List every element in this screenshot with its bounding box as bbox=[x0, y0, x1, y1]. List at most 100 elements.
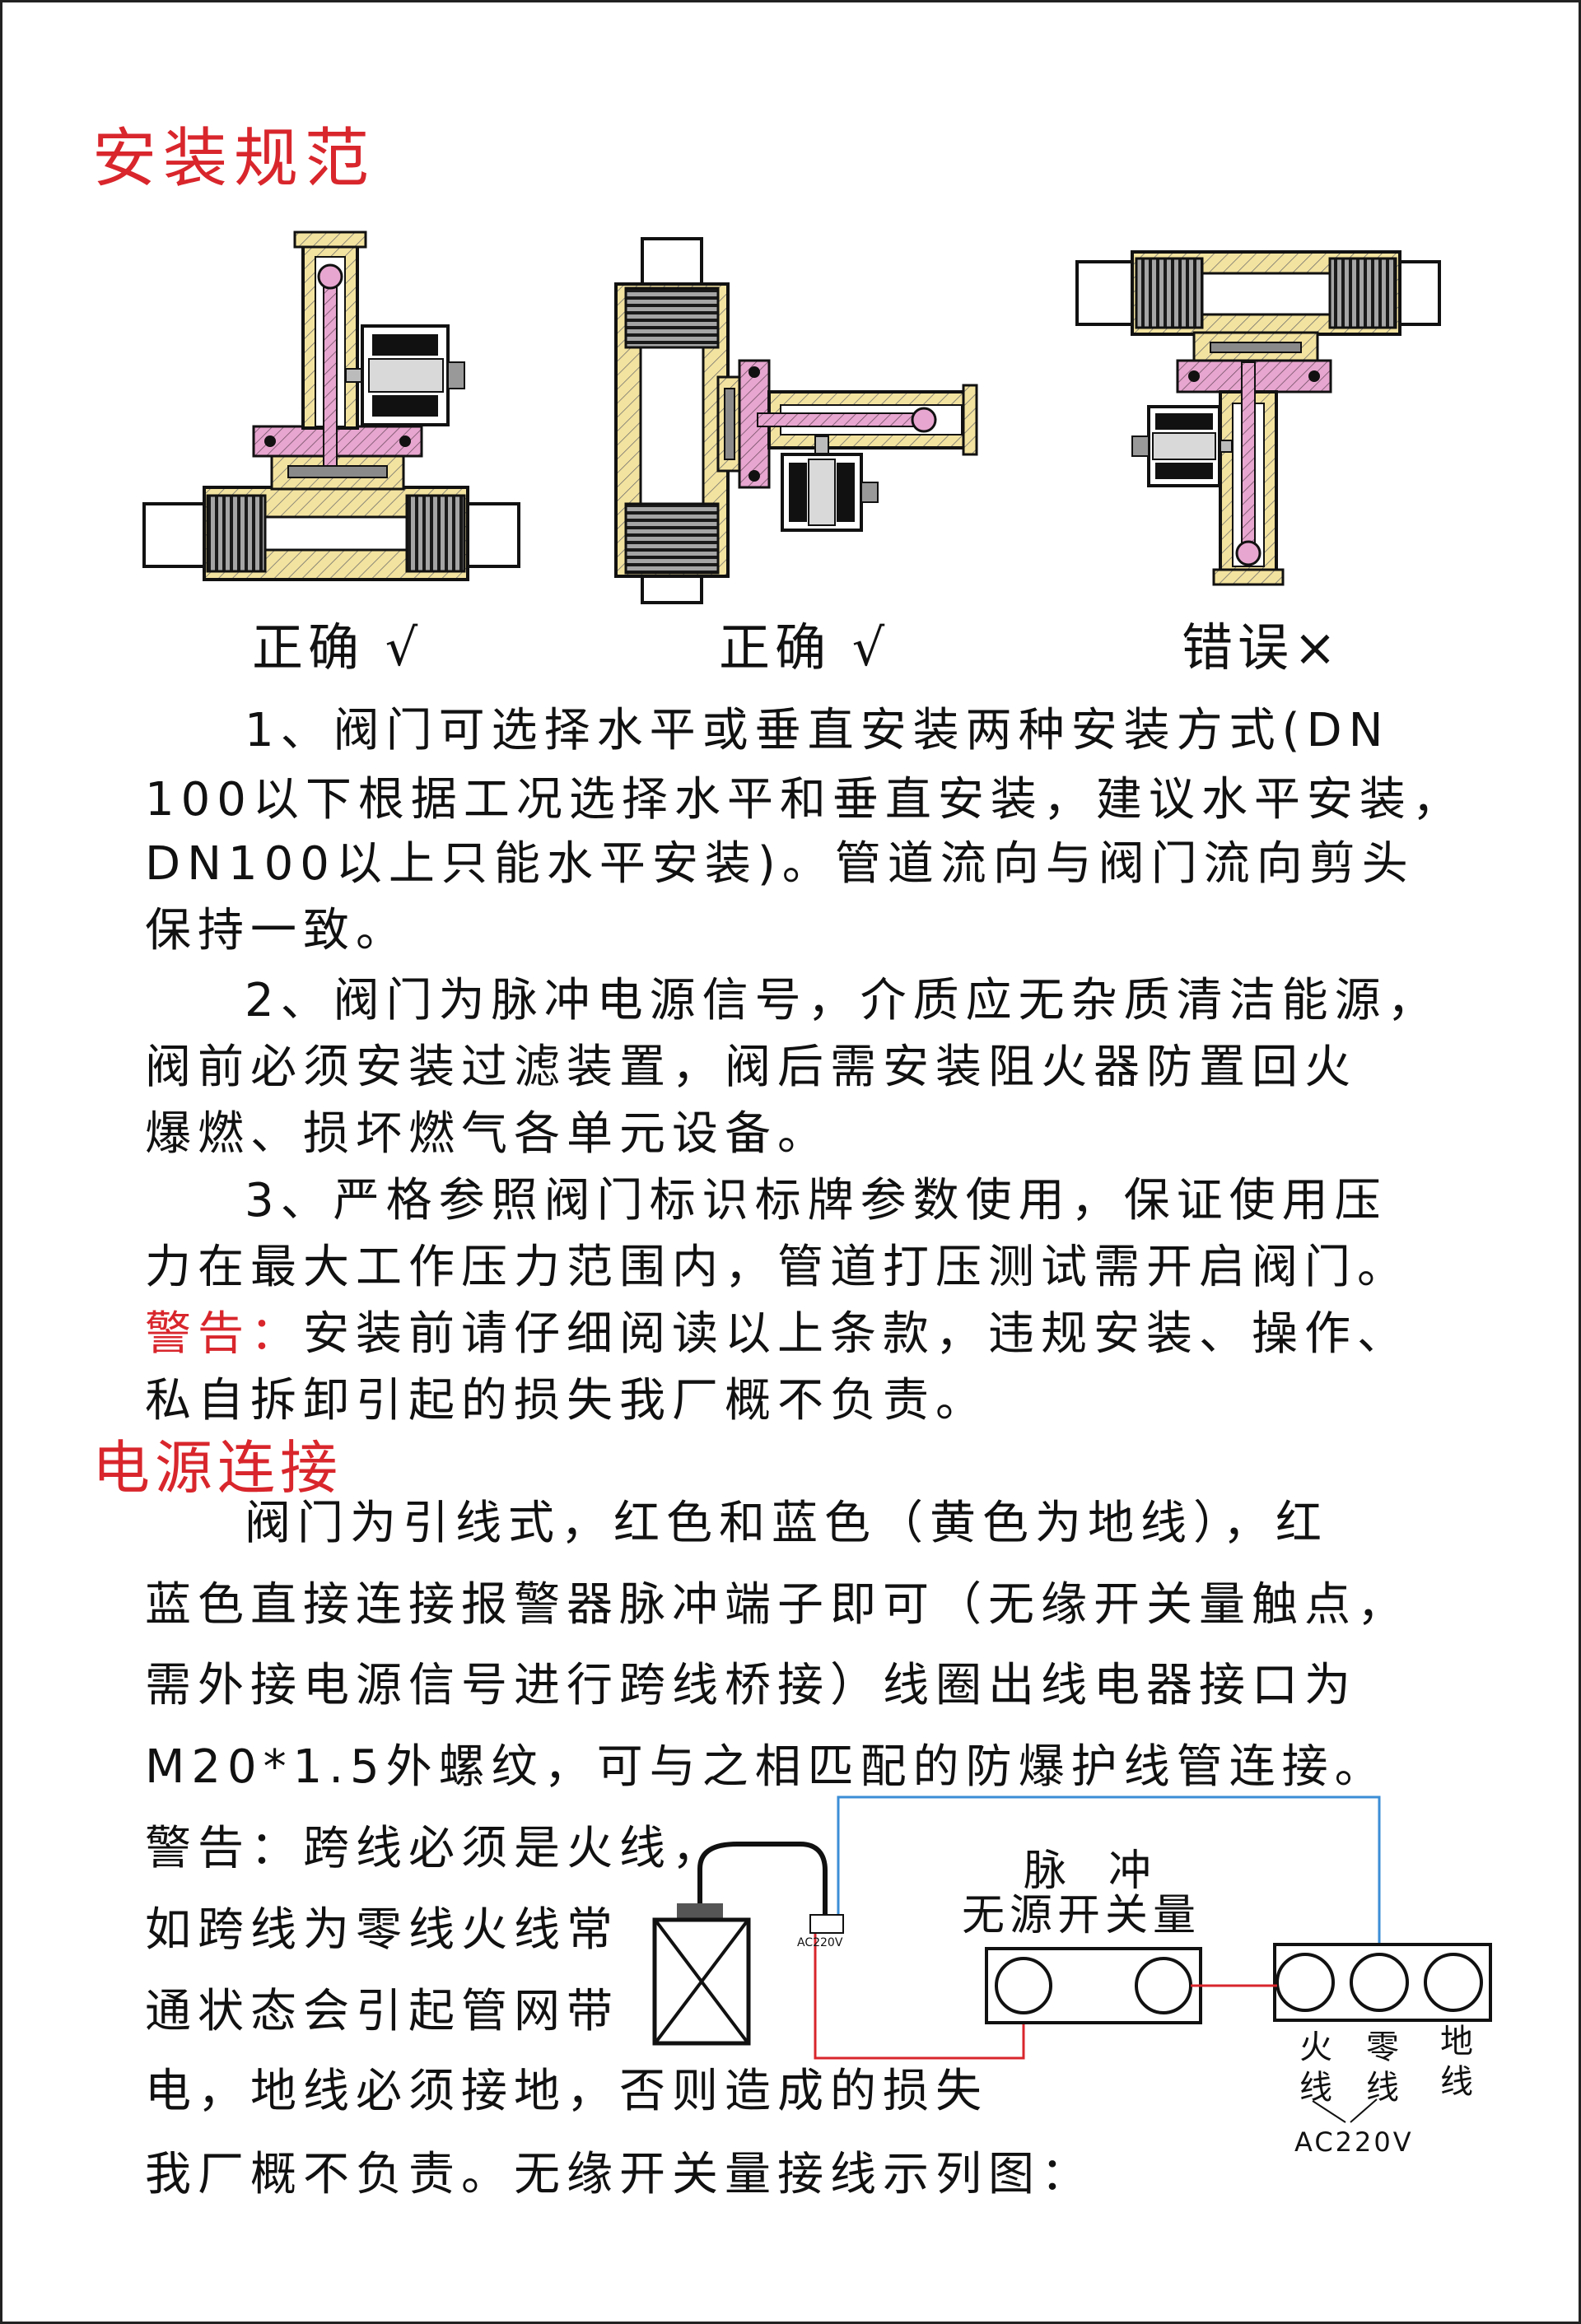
diaphragm-flange bbox=[738, 359, 771, 489]
terminal-neutral bbox=[1350, 1953, 1409, 2012]
power-line: 阀门为引线式，红色和蓝色（黄色为地线），红 bbox=[245, 1497, 1328, 1550]
section-heading-power-connection: 电源连接 bbox=[92, 1434, 343, 1502]
terminal-label-ground: 地线 bbox=[1434, 2024, 1472, 2104]
coil-winding-top bbox=[372, 334, 438, 356]
terminal-label-live: 火线 bbox=[1294, 2029, 1331, 2110]
power-line: M20*1.5外螺纹，可与之相匹配的防爆护线管连接。 bbox=[145, 1740, 1387, 1794]
install-line: 力在最大工作压力范围内，管道打压测试需开启阀门。 bbox=[145, 1241, 1410, 1294]
terminal-label-neutral: 零线 bbox=[1360, 2029, 1398, 2110]
solenoid-coil bbox=[781, 453, 879, 532]
thread-right bbox=[405, 494, 466, 573]
bonnet-cap bbox=[293, 231, 367, 249]
diagram-horizontal-pipe-bonnet-down bbox=[1075, 250, 1441, 586]
pipe-bottom-stub bbox=[641, 575, 703, 604]
coil-connector bbox=[1131, 435, 1150, 457]
coil-core bbox=[368, 358, 444, 393]
wiring-diagram bbox=[652, 1795, 1492, 2123]
install-line: 100以下根据工况选择水平和垂直安装，建议水平安装， bbox=[145, 773, 1465, 827]
pipe-right-stub bbox=[466, 502, 520, 568]
thread-top bbox=[624, 286, 720, 349]
coil-winding-left bbox=[789, 463, 807, 522]
pipe-top-stub bbox=[641, 237, 703, 288]
flange-bolt-right bbox=[399, 435, 411, 447]
coil-winding-right bbox=[837, 463, 855, 522]
valve-stem bbox=[757, 412, 920, 427]
live-label-leader bbox=[1312, 2100, 1346, 2123]
diagram-vertical-pipe-bonnet-side bbox=[614, 237, 978, 604]
pipe-left-stub bbox=[142, 502, 212, 568]
valve-disc bbox=[1210, 342, 1302, 353]
solenoid-coil bbox=[1131, 405, 1221, 487]
caption-wrong: 错误× bbox=[1182, 617, 1341, 678]
valve-stem bbox=[323, 279, 338, 467]
pulse-label: 脉 冲 bbox=[1024, 1847, 1157, 1896]
coil-core bbox=[1152, 432, 1216, 460]
bonnet-cap bbox=[962, 384, 978, 456]
install-line: 阀前必须安装过滤装置，阀后需安装阻火器防置回火 bbox=[145, 1041, 1357, 1094]
stem-ball bbox=[317, 263, 343, 290]
power-line: 电，地线必须接地，否则造成的损失 bbox=[145, 2065, 988, 2118]
coil-winding-top bbox=[1155, 413, 1213, 430]
solenoid-coil bbox=[361, 324, 465, 426]
valve-disc bbox=[287, 465, 388, 478]
switch-terminal-left bbox=[995, 1957, 1052, 2014]
flange-bolt-bottom bbox=[749, 470, 760, 482]
terminal-ground bbox=[1424, 1953, 1483, 2012]
thread-bottom bbox=[624, 502, 720, 575]
install-line: DN100以上只能水平安装)。管道流向与阀门流向剪头 bbox=[145, 837, 1415, 891]
stem-ball bbox=[1235, 540, 1262, 566]
power-line: 通状态会引起管网带 bbox=[145, 1985, 619, 2038]
flange-bolt-right bbox=[1308, 370, 1320, 382]
terminal-live bbox=[1276, 1953, 1335, 2012]
stem-ball bbox=[911, 407, 937, 433]
valve-stem bbox=[1241, 361, 1256, 551]
diagram-horizontal-pipe-bonnet-up bbox=[142, 231, 520, 581]
install-line: 1、阀门可选择水平或垂直安装两种安装方式(DN bbox=[245, 704, 1390, 757]
warning-label: 警告： bbox=[145, 1307, 303, 1361]
switch-terminal-right bbox=[1135, 1957, 1192, 2014]
coil-connector bbox=[447, 361, 465, 389]
warning-text: 安装前请仔细阅读以上条款，违规安装、操作、 bbox=[303, 1307, 1410, 1361]
power-line: 警告：跨线必须是火线， bbox=[145, 1822, 725, 1875]
coil-winding-bottom bbox=[1155, 463, 1213, 479]
dry-contact-switch-label: 无源开关量 bbox=[962, 1891, 1201, 1940]
section-heading-installation: 安装规范 bbox=[92, 122, 376, 196]
flow-passage bbox=[264, 515, 408, 552]
install-warning-line: 私自拆卸引起的损失我厂概不负责。 bbox=[145, 1374, 988, 1427]
install-warning-line: 警告：安装前请仔细阅读以上条款，违规安装、操作、 bbox=[145, 1302, 1410, 1367]
flow-passage bbox=[639, 346, 705, 505]
flow-passage bbox=[1201, 272, 1331, 316]
thread-left bbox=[1135, 257, 1204, 329]
pipe-right-stub bbox=[1398, 260, 1441, 326]
flange-bolt-left bbox=[264, 435, 276, 447]
coil-connector bbox=[860, 482, 879, 503]
flange-bolt-top bbox=[749, 366, 760, 378]
power-line: 我厂概不负责。无缘开关量接线示列图： bbox=[145, 2148, 1094, 2201]
live-wire-red bbox=[814, 1933, 1025, 2060]
valve-disc bbox=[724, 388, 735, 460]
bonnet-cap bbox=[1212, 568, 1285, 586]
coil-cable bbox=[697, 1842, 828, 1916]
thread-right bbox=[1328, 257, 1397, 329]
thread-left bbox=[206, 494, 267, 573]
neutral-wire-blue bbox=[837, 1795, 1381, 1954]
cable-voltage-label: AC220V bbox=[797, 1936, 843, 1949]
power-line: 需外接电源信号进行跨线桥接）线圈出线电器接口为 bbox=[145, 1659, 1357, 1712]
coil-box-cross-b bbox=[655, 1920, 749, 2043]
install-line: 保持一致。 bbox=[145, 904, 408, 957]
flange-bolt-left bbox=[1188, 370, 1200, 382]
install-line: 3、严格参照阀门标识标牌参数使用，保证使用压 bbox=[245, 1174, 1387, 1227]
supply-voltage-label: AC220V bbox=[1294, 2126, 1414, 2158]
pipe-left-stub bbox=[1075, 260, 1138, 326]
power-line: 如跨线为零线火线常 bbox=[145, 1903, 619, 1957]
installation-diagrams bbox=[142, 231, 1441, 604]
coil-core bbox=[808, 459, 836, 526]
cable-terminal bbox=[809, 1914, 844, 1934]
neutral-label-leader bbox=[1350, 2098, 1378, 2123]
install-line: 2、阀门为脉冲电源信号，介质应无杂质清洁能源， bbox=[245, 974, 1440, 1027]
caption-correct-1: 正确 √ bbox=[252, 617, 423, 678]
coil-top-connector bbox=[677, 1903, 723, 1921]
install-line: 爆燃、损坏燃气各单元设备。 bbox=[145, 1107, 830, 1161]
power-line: 蓝色直接连接报警器脉冲端子即可（无缘开关量触点， bbox=[145, 1578, 1410, 1632]
caption-correct-2: 正确 √ bbox=[719, 617, 890, 678]
